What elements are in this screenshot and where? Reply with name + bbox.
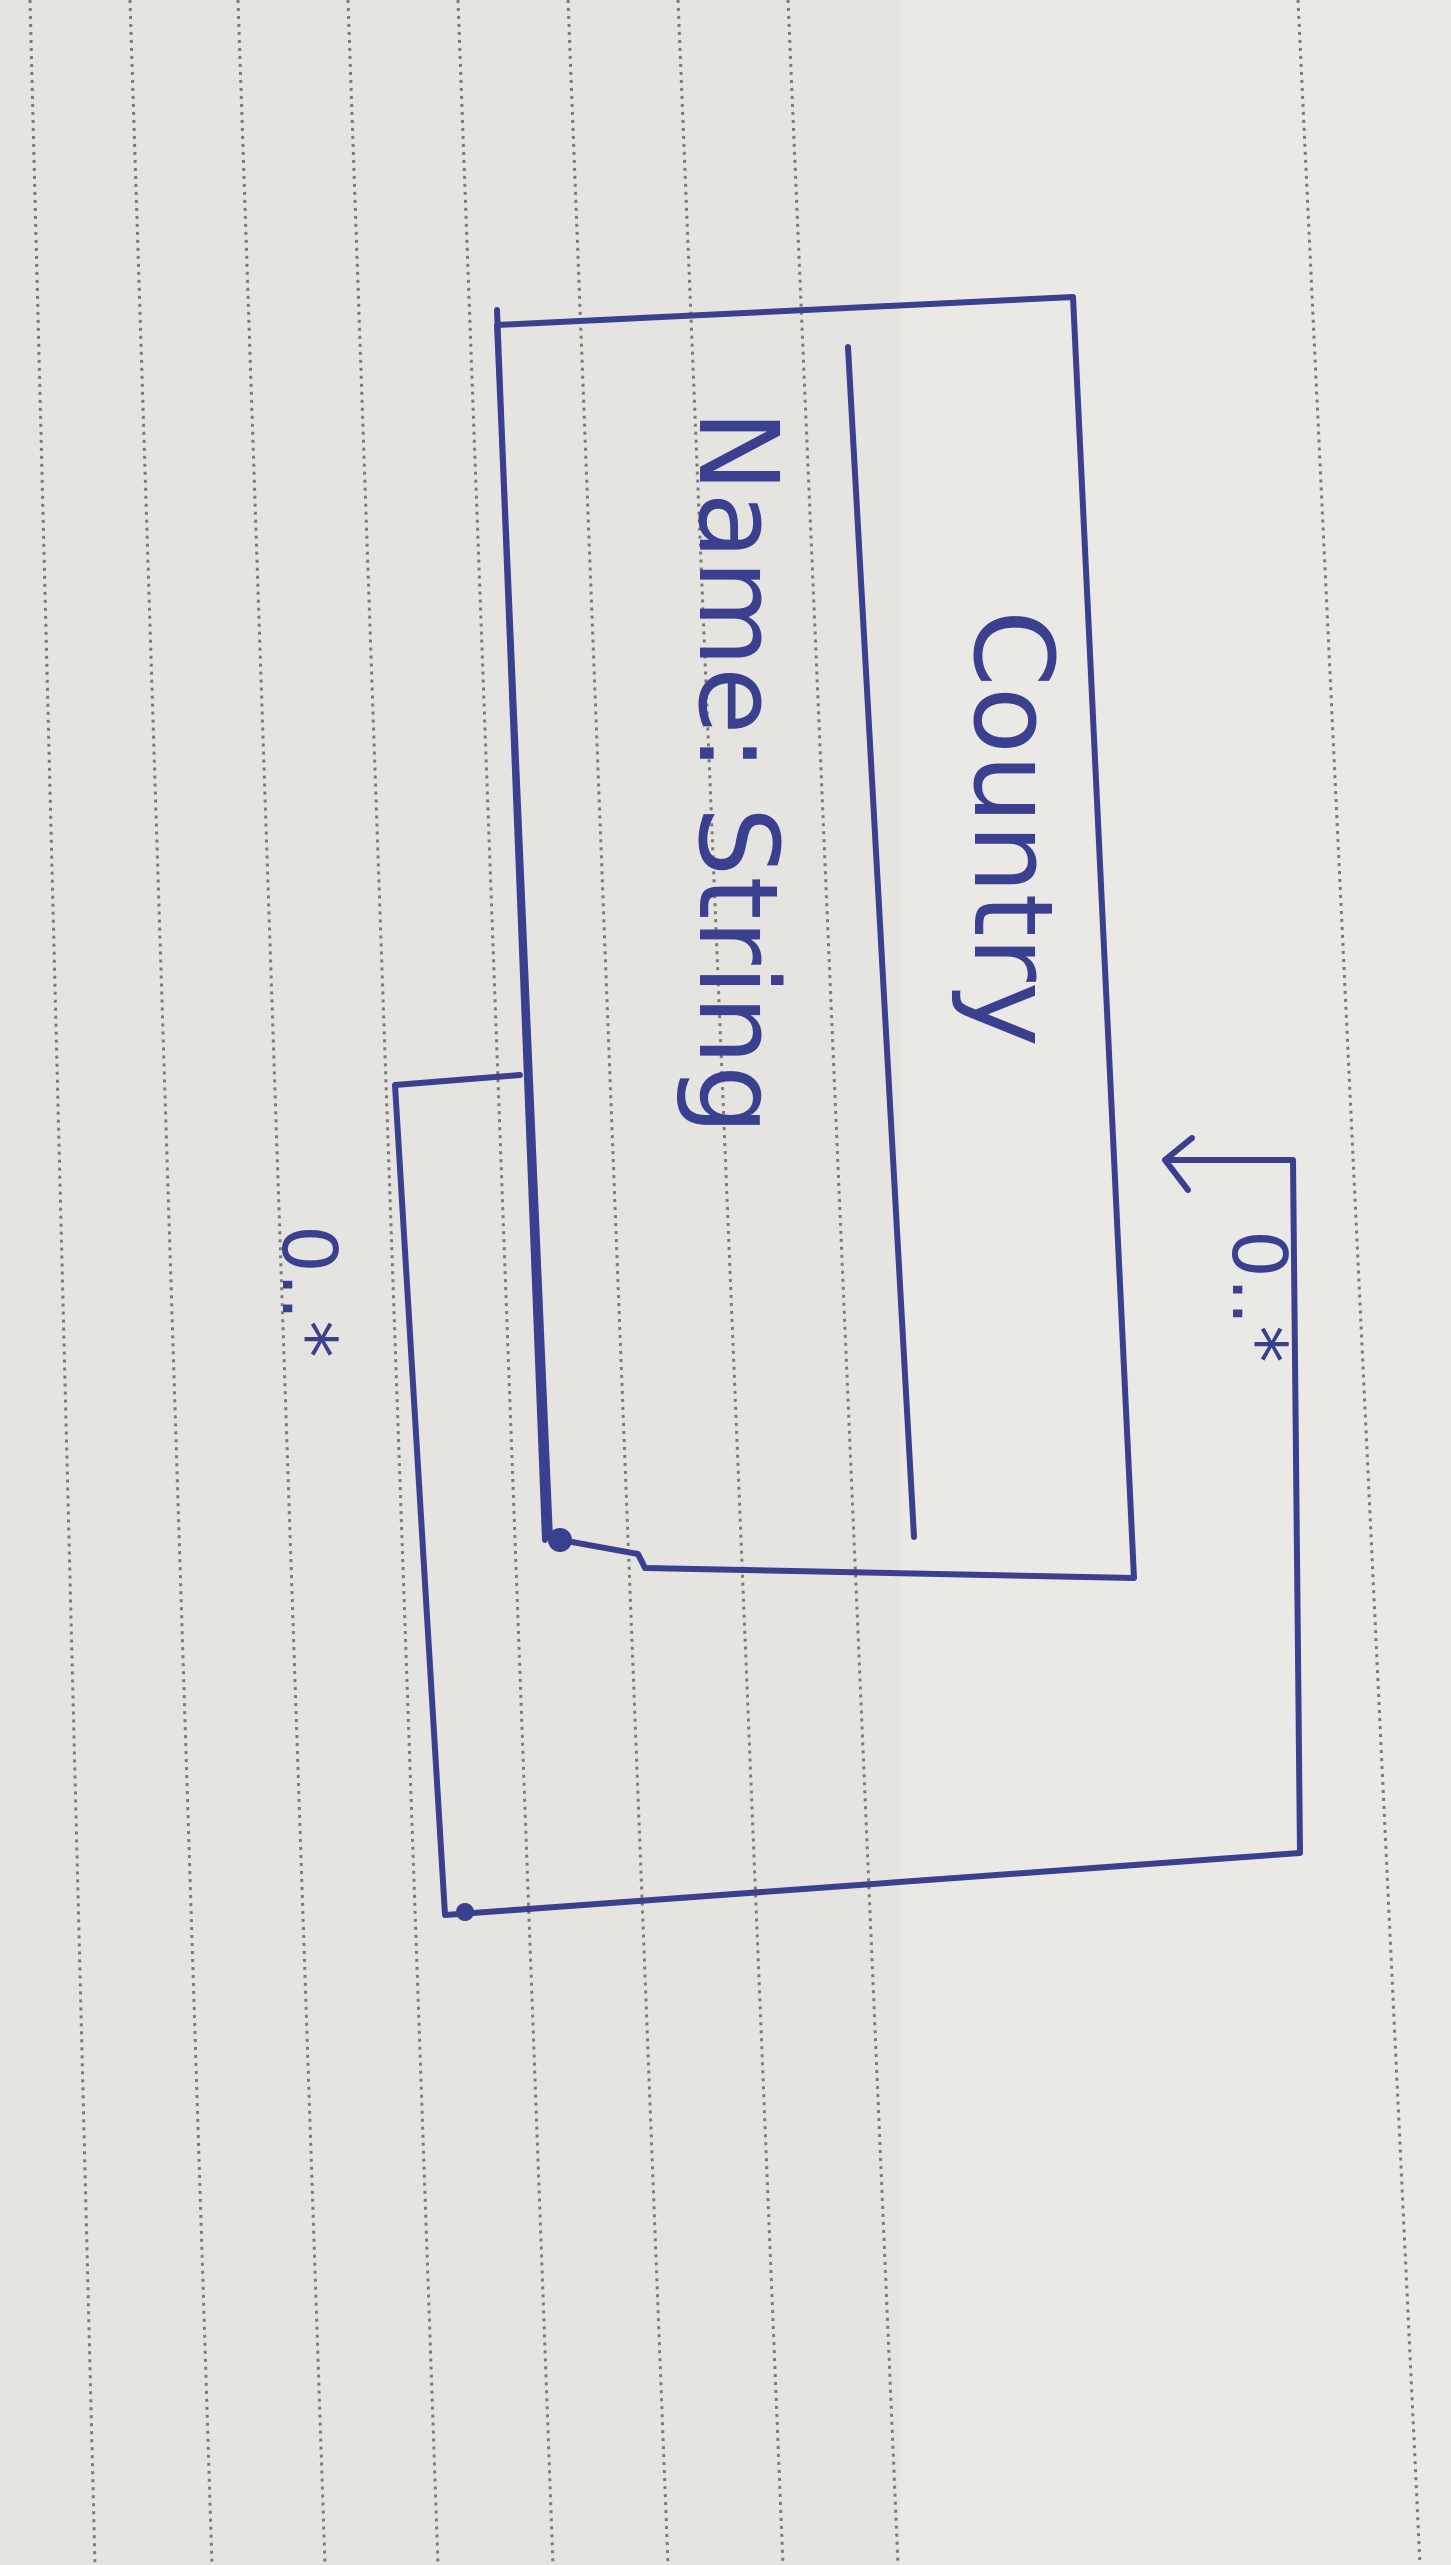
rule-line — [28, 0, 97, 2565]
self-association-line — [392, 1072, 1303, 1921]
country-class-box — [494, 294, 1137, 1581]
class-attribute-label: Name: String — [674, 410, 802, 1135]
class-texts: Country Name: String — [674, 410, 1077, 1135]
compartment-divider — [845, 344, 917, 1540]
class-name-label: Country — [949, 610, 1077, 1047]
multiplicity-labels: 0..* 0..* — [265, 1225, 1303, 1363]
association-endpoint-dot — [456, 1903, 474, 1921]
rule-line — [456, 0, 555, 2565]
rule-line — [128, 0, 214, 2565]
multiplicity-label-outer: 0..* — [265, 1225, 353, 1358]
class-box-outline-left — [494, 307, 548, 1543]
association-arrowhead — [1162, 1135, 1195, 1193]
multiplicity-label-inner: 0..* — [1215, 1230, 1303, 1363]
paper-highlight — [900, 0, 1451, 2565]
ink-blot — [548, 1528, 572, 1552]
rule-line — [236, 0, 327, 2565]
association-path — [392, 1072, 1303, 1918]
ruled-lines — [28, 0, 1422, 2565]
rule-line — [346, 0, 440, 2565]
